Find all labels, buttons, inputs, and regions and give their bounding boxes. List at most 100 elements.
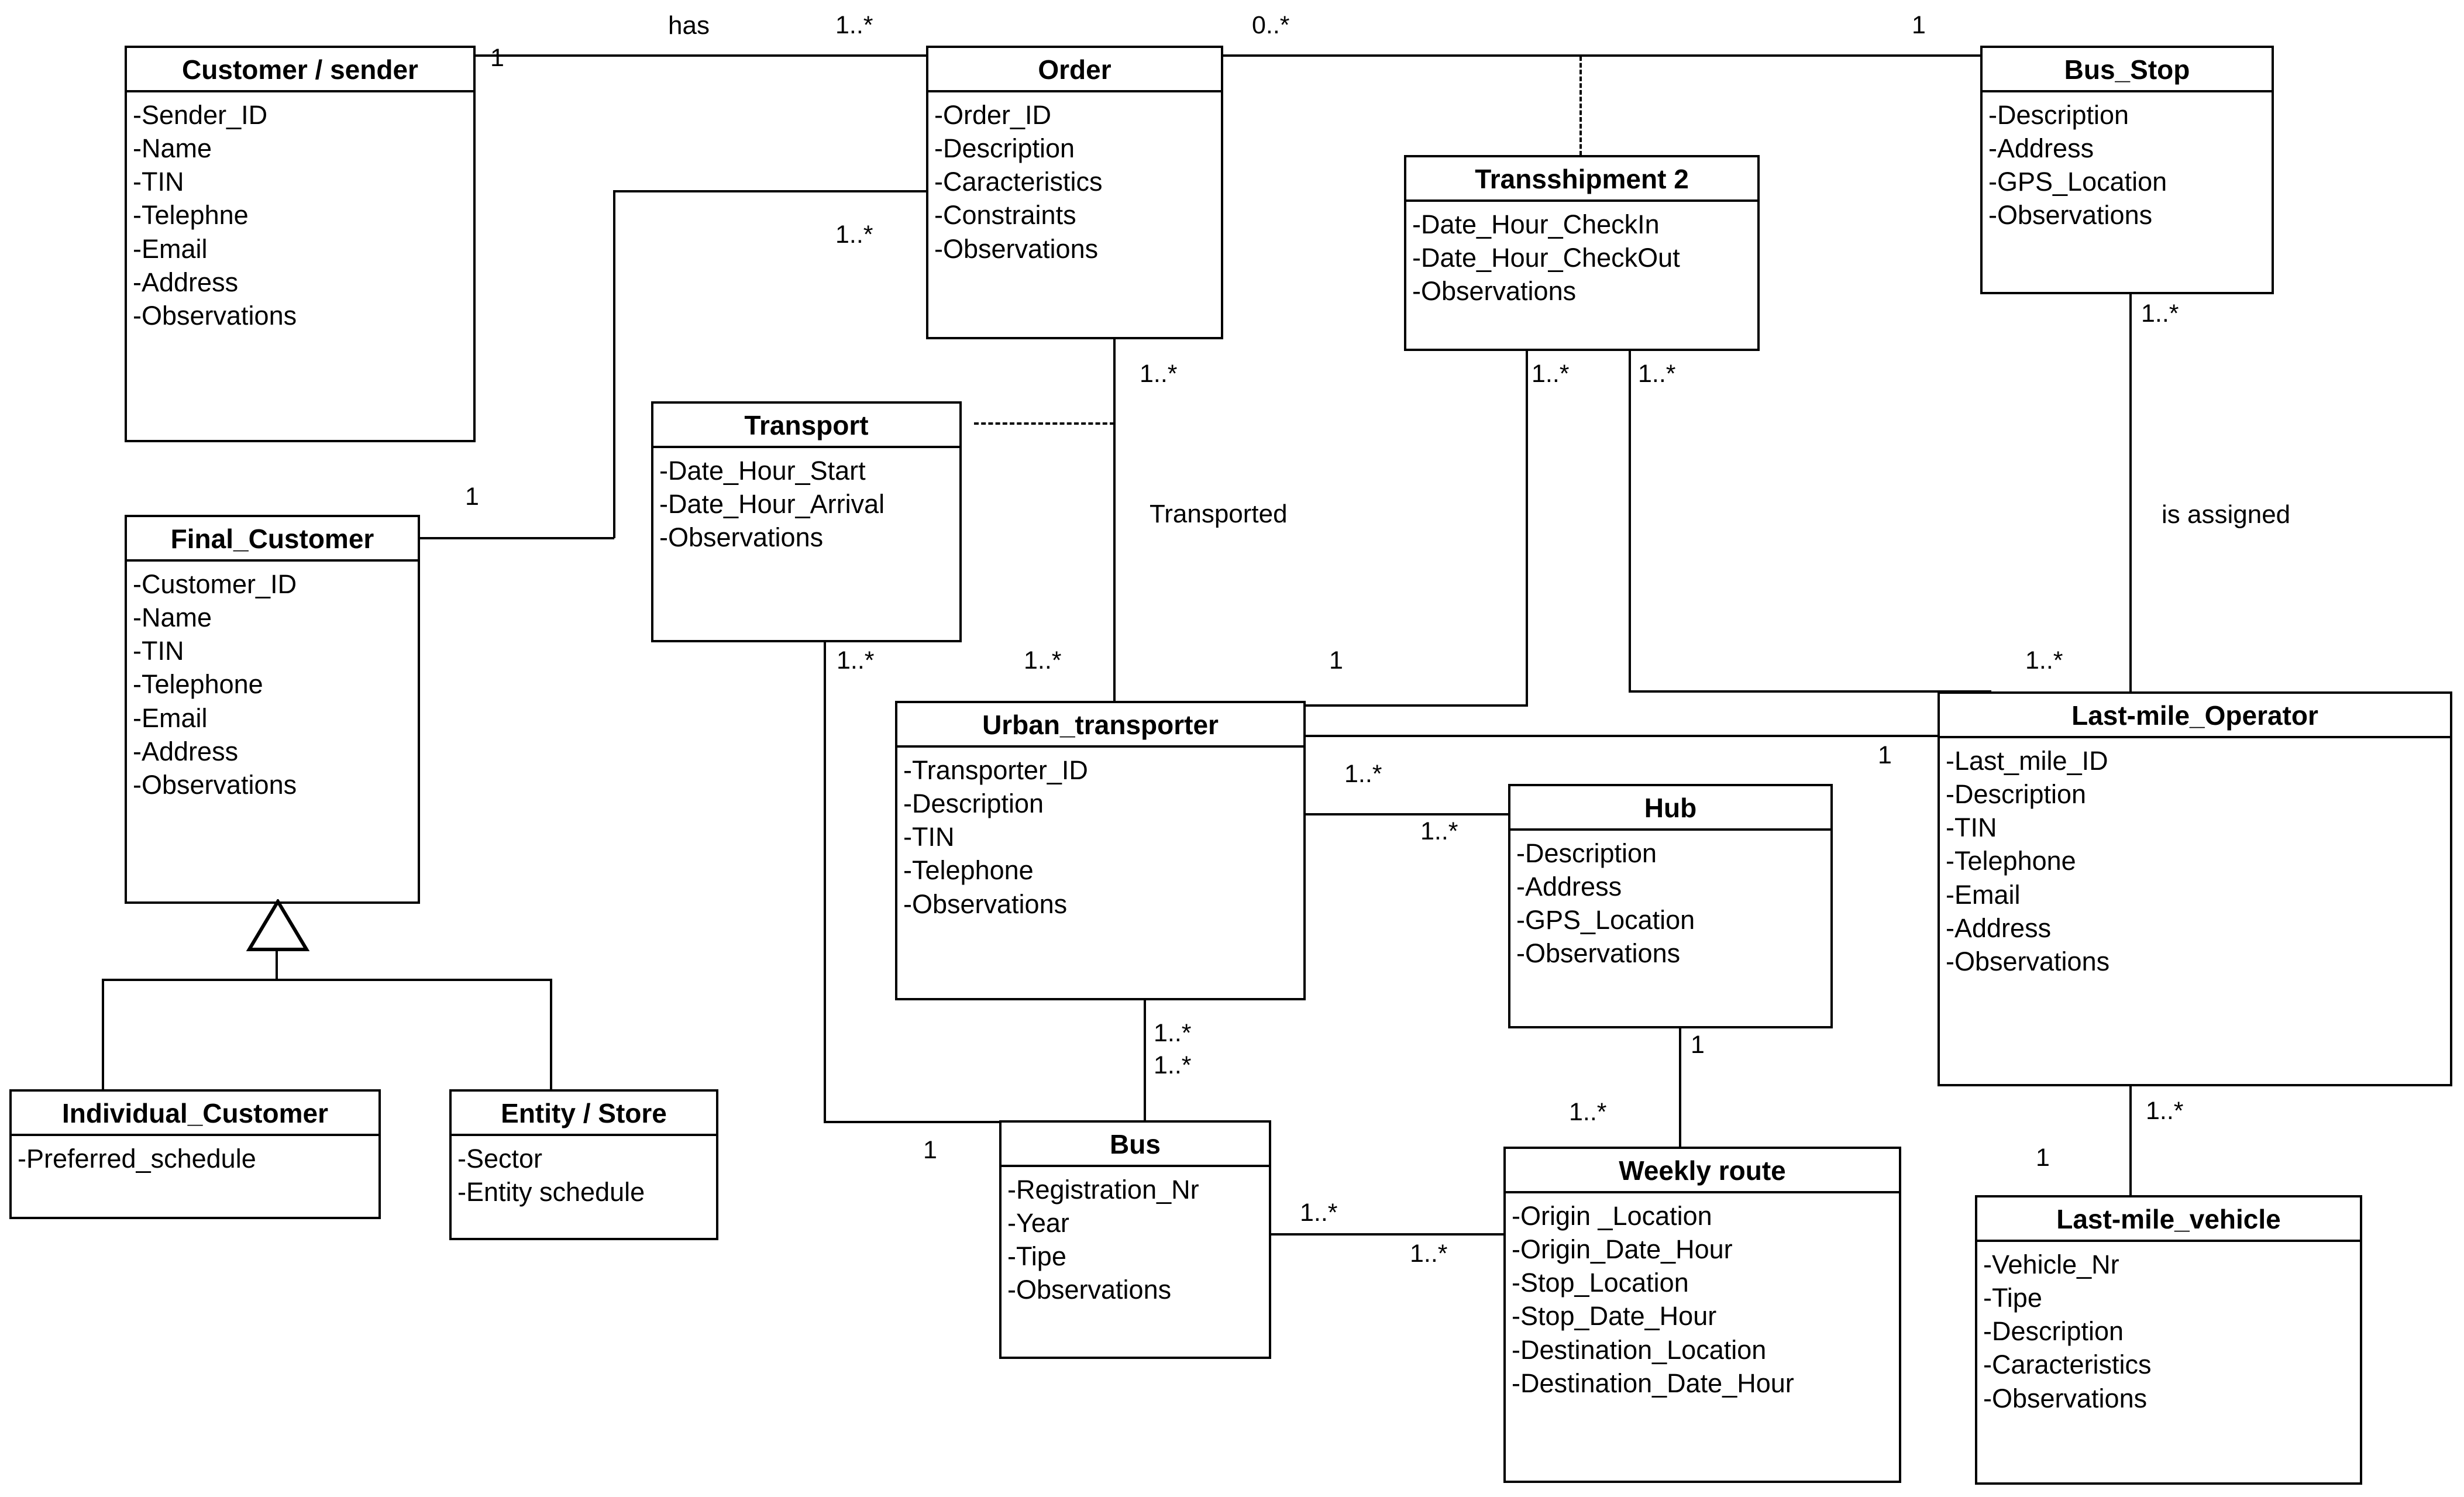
attribute: -Tipe [1007,1241,1066,1272]
class-attrs-order: -Order_ID -Description -Caracteristics -… [928,92,1221,270]
class-box-order[interactable]: Order -Order_ID -Description -Caracteris… [926,46,1223,339]
multiplicity-urban-to-bus-b: 1..* [1154,1051,1192,1079]
multiplicity-order-transport: 1..* [835,221,873,249]
attribute: -Description [934,133,1075,164]
attribute: -Destination_Date_Hour [1512,1368,1794,1398]
attribute: -Observations [903,889,1068,919]
attribute: -Stop_Date_Hour [1512,1301,1717,1331]
class-attrs-bus: -Registration_Nr -Year -Tipe -Observatio… [1002,1167,1269,1312]
edge-transshipment-to-operator-v [1629,350,1631,692]
attribute: -Observations [133,300,297,331]
edge-final-customer-to-transport-v [613,190,615,538]
class-box-individual-customer[interactable]: Individual_Customer -Preferred_schedule [9,1089,381,1219]
class-box-customer-sender[interactable]: Customer / sender -Sender_ID -Name -TIN … [125,46,476,442]
multiplicity-order-bus-stop-left: 0..* [1252,11,1290,39]
attribute: -GPS_Location [1516,905,1695,935]
attribute: -TIN [903,822,955,852]
attribute: -Customer_ID [133,569,297,599]
class-box-bus[interactable]: Bus -Registration_Nr -Year -Tipe -Observ… [999,1120,1271,1359]
attribute: -Description [1988,100,2129,130]
attribute: -Date_Hour_CheckIn [1412,209,1660,239]
multiplicity-bus-stop-to-operator: 1..* [2141,300,2179,328]
attribute: -Address [1946,913,2052,943]
attribute: -Telephone [903,855,1034,886]
class-box-last-mile-vehicle[interactable]: Last-mile_vehicle -Vehicle_Nr -Tipe -Des… [1975,1195,2362,1485]
attribute: -TIN [133,167,184,197]
class-title-order: Order [928,48,1221,92]
edge-transshipment-to-operator-h [1629,690,1991,693]
attribute: -Email [133,233,208,264]
multiplicity-customer-order-left: 1 [490,44,504,72]
attribute: -Entity schedule [457,1177,645,1207]
edge-final-customer-to-transport-h [418,537,614,539]
class-attrs-bus-stop: -Description -Address -GPS_Location -Obs… [1983,92,2272,237]
association-label-transported: Transported [1150,500,1288,528]
attribute: -Tipe [1983,1283,2042,1313]
association-label-is-assigned: is assigned [2162,500,2291,529]
multiplicity-urban-to-hub-bottom: 1..* [1420,817,1458,845]
multiplicity-weekly-top: 1..* [1569,1098,1607,1126]
multiplicity-transshipment-left: 1..* [1532,360,1570,388]
attribute: -Observations [133,769,297,800]
multiplicity-order-to-urban: 1..* [1140,360,1178,388]
class-title-weekly-route: Weekly route [1506,1149,1899,1193]
class-box-urban-transporter[interactable]: Urban_transporter -Transporter_ID -Descr… [895,701,1306,1000]
class-box-weekly-route[interactable]: Weekly route -Origin _Location -Origin_D… [1503,1147,1901,1483]
class-title-last-mile-vehicle: Last-mile_vehicle [1977,1197,2360,1242]
attribute: -Date_Hour_Arrival [659,489,885,519]
multiplicity-order-bus-stop-right: 1 [1912,11,1926,39]
multiplicity-urban-to-order: 1..* [1024,646,1062,674]
class-box-entity-store[interactable]: Entity / Store -Sector -Entity schedule [449,1089,718,1240]
edge-order-to-transshipment-dashed [1579,56,1582,156]
edge-urban-to-hub-upper [1306,813,1510,815]
attribute: -Observations [1007,1275,1172,1305]
attribute: -Observations [1516,938,1681,969]
multiplicity-operator-to-vehicle-bottom: 1 [2036,1144,2050,1172]
attribute: -Date_Hour_Start [659,456,866,486]
attribute: -Sender_ID [133,100,268,130]
attribute: -Last_mile_ID [1946,746,2108,776]
class-attrs-last-mile-vehicle: -Vehicle_Nr -Tipe -Description -Caracter… [1977,1242,2360,1420]
attribute: -Name [133,603,212,633]
attribute: -Constraints [934,200,1076,230]
class-attrs-weekly-route: -Origin _Location -Origin_Date_Hour -Sto… [1506,1193,1899,1405]
attribute: -Name [133,133,212,164]
multiplicity-transport-to-bus-bottom: 1 [923,1136,937,1164]
edge-generalization-to-entity [550,979,552,1097]
class-box-bus-stop[interactable]: Bus_Stop -Description -Address -GPS_Loca… [1980,46,2274,294]
edge-generalization-to-individual [102,979,104,1097]
class-attrs-last-mile-operator: -Last_mile_ID -Description -TIN -Telepho… [1940,738,2450,983]
multiplicity-transport-to-bus: 1..* [837,646,875,674]
attribute: -Description [1516,838,1657,868]
attribute: -Registration_Nr [1007,1175,1199,1205]
attribute: -Caracteristics [934,167,1103,197]
multiplicity-operator-top: 1..* [2025,646,2063,674]
class-box-final-customer[interactable]: Final_Customer -Customer_ID -Name -TIN -… [125,515,420,904]
edge-generalization-bar [102,979,552,981]
attribute: -Origin_Date_Hour [1512,1234,1733,1265]
edge-order-down-to-urban [1113,338,1116,701]
attribute: -Order_ID [934,100,1052,130]
attribute: -Email [133,703,208,733]
attribute: -Telephne [133,200,249,230]
edge-urban-to-transshipment-h [1305,704,1528,707]
multiplicity-final-customer-transport: 1 [465,483,479,511]
class-box-hub[interactable]: Hub -Description -Address -GPS_Location … [1508,784,1833,1028]
multiplicity-urban-to-transshipment: 1 [1329,646,1343,674]
class-title-last-mile-operator: Last-mile_Operator [1940,694,2450,738]
edge-customer-to-order [175,54,936,57]
class-box-last-mile-operator[interactable]: Last-mile_Operator -Last_mile_ID -Descri… [1938,691,2452,1086]
class-attrs-entity-store: -Sector -Entity schedule [452,1136,716,1213]
class-attrs-transport: -Date_Hour_Start -Date_Hour_Arrival -Obs… [653,448,959,559]
class-title-urban-transporter: Urban_transporter [897,703,1303,748]
class-attrs-transshipment-2: -Date_Hour_CheckIn -Date_Hour_CheckOut -… [1406,202,1757,312]
attribute: -Observations [1946,946,2110,976]
multiplicity-urban-to-operator: 1 [1878,741,1892,769]
multiplicity-urban-to-bus-a: 1..* [1154,1019,1192,1047]
class-box-transshipment-2[interactable]: Transshipment 2 -Date_Hour_CheckIn -Date… [1404,155,1760,351]
attribute: -GPS_Location [1988,167,2167,197]
attribute: -Stop_Location [1512,1268,1689,1298]
attribute: -Address [1988,133,2094,164]
class-box-transport[interactable]: Transport -Date_Hour_Start -Date_Hour_Ar… [651,401,962,642]
